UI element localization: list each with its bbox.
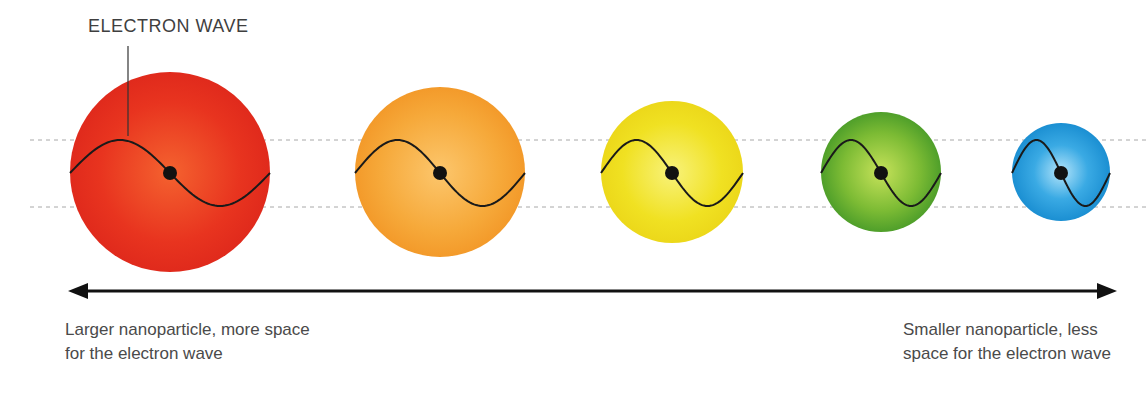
arrow-head xyxy=(1097,283,1117,299)
electron-dot xyxy=(433,166,447,180)
size-axis xyxy=(84,290,1101,293)
arrow-head xyxy=(68,283,88,299)
electron-dot xyxy=(874,166,888,180)
nanoparticle xyxy=(355,87,525,257)
nanoparticle xyxy=(821,112,941,232)
electron-dot xyxy=(665,166,679,180)
electron-wave xyxy=(601,140,743,206)
electron-wave xyxy=(355,140,525,206)
nanoparticle xyxy=(1012,123,1110,221)
nanoparticle xyxy=(601,101,743,243)
axis-note: Smaller nanoparticle, less space for the… xyxy=(903,318,1121,366)
axis-note: Larger nanoparticle, more space for the … xyxy=(65,318,327,366)
callout-label: ELECTRON WAVE xyxy=(88,14,249,39)
electron-dot xyxy=(163,166,177,180)
nanoparticle xyxy=(70,72,270,272)
leader-line xyxy=(127,46,128,136)
electron-wave xyxy=(1012,140,1110,206)
electron-dot xyxy=(1054,166,1068,180)
electron-wave xyxy=(821,140,941,206)
electron-waves xyxy=(70,140,1110,206)
electron-wave xyxy=(70,140,270,206)
